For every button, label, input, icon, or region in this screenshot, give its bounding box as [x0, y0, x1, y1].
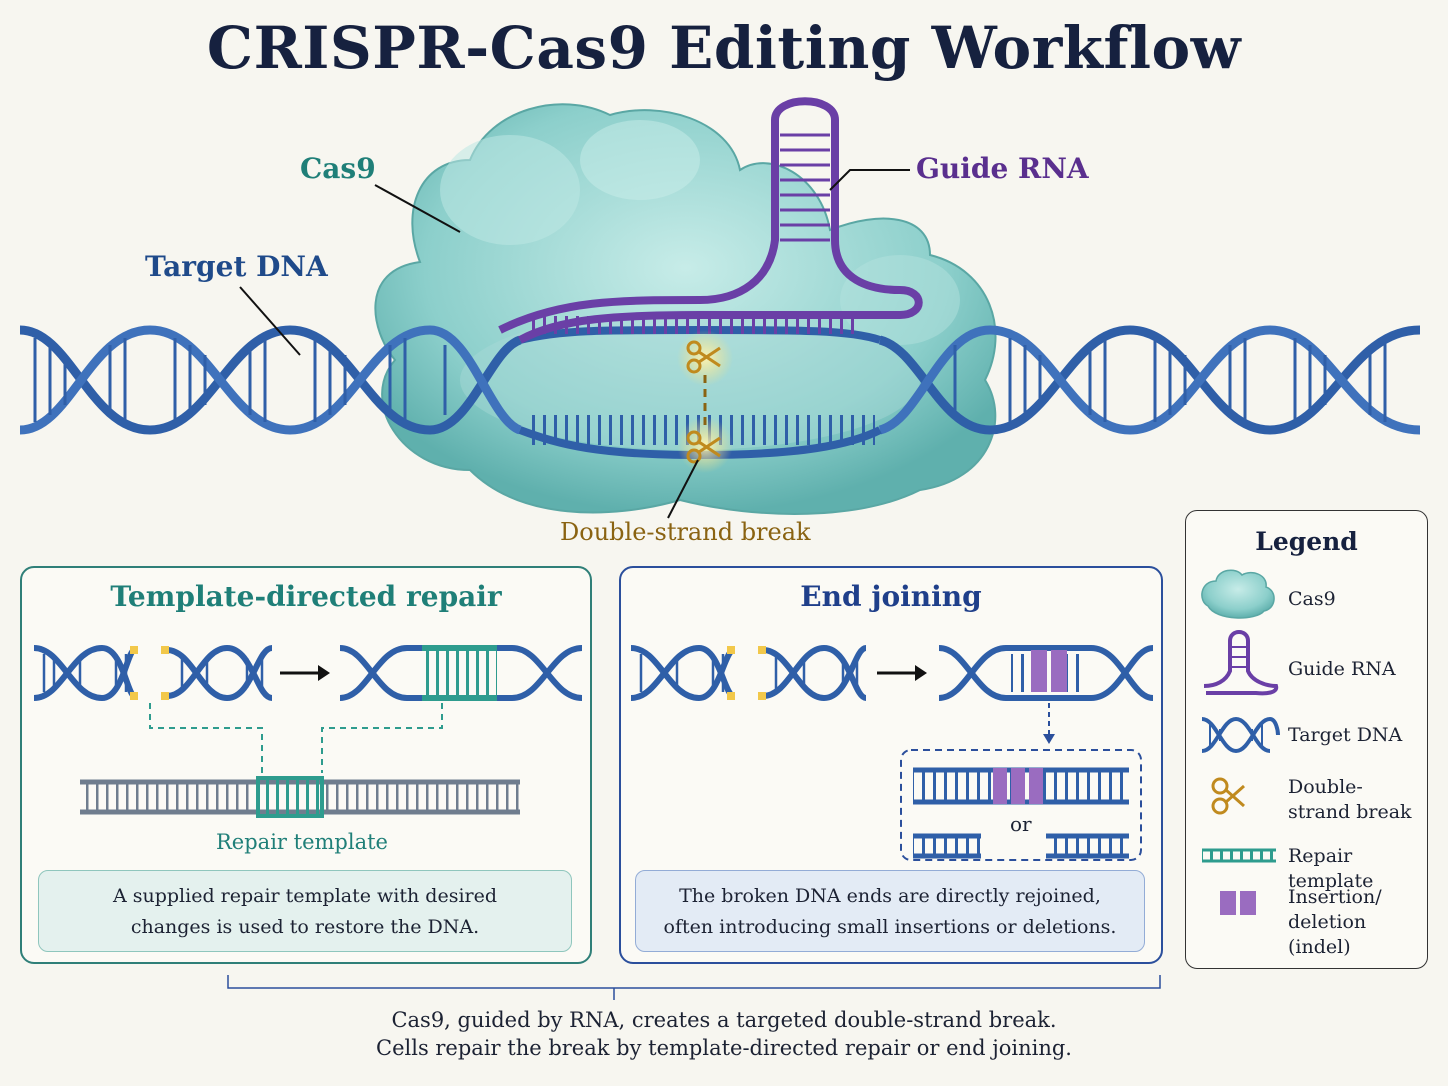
end-joining-panel: End joining — [619, 566, 1163, 964]
ej-panel-title: End joining — [800, 580, 982, 613]
legend-title: Legend — [1255, 527, 1358, 556]
legend-item-target-dna: Target DNA — [1288, 724, 1403, 746]
insertion-outcome — [913, 767, 1129, 805]
broken-dna-fragments — [33, 644, 273, 702]
or-label: or — [1010, 812, 1032, 836]
repair-template-icon — [1202, 848, 1276, 863]
legend-item-cas9: Cas9 — [1288, 588, 1336, 610]
footer-line2: Cells repair the break by template-direc… — [376, 1036, 1072, 1060]
guide-rna-hairpin-icon — [1203, 630, 1279, 696]
tdr-diagram — [33, 644, 583, 818]
scissors-icon — [686, 340, 721, 464]
guide-rna — [498, 97, 923, 344]
ej-diagram — [630, 644, 1154, 861]
cas9-label: Cas9 — [300, 152, 376, 185]
deletion-outcome — [913, 833, 1129, 859]
tdr-description: A supplied repair template with desired … — [38, 870, 572, 952]
bottom-bracket — [227, 975, 1161, 1000]
scissors-icon — [1211, 777, 1245, 815]
leader-lines — [239, 169, 910, 519]
footer-summary: Cas9, guided by RNA, creates a targeted … — [0, 1006, 1448, 1062]
double-strand-break-label: Double-strand break — [560, 518, 811, 546]
ej-description-line1: The broken DNA ends are directly rejoine… — [679, 885, 1101, 907]
legend-item-guide-rna: Guide RNA — [1288, 658, 1396, 680]
ej-description-line2: often introducing small insertions or de… — [663, 916, 1117, 938]
template-directed-repair-panel: Template-directed repair — [20, 566, 592, 964]
tdr-description-line1: A supplied repair template with desired — [112, 885, 498, 907]
guide-rna-label: Guide RNA — [916, 152, 1089, 185]
ej-description: The broken DNA ends are directly rejoine… — [635, 870, 1145, 952]
legend-item-indel: Insertion/ deletion (indel) — [1288, 886, 1382, 958]
repair-template-label: Repair template — [216, 830, 388, 854]
dna-helix-icon — [1201, 716, 1280, 754]
target-dna-helix — [19, 325, 1421, 460]
legend-item-double-strand-break: Double-strand break — [1288, 776, 1412, 823]
legend: Legend Cas9 Guide RNA T — [1185, 510, 1428, 969]
footer-line1: Cas9, guided by RNA, creates a targeted … — [391, 1008, 1057, 1032]
tdr-description-line2: changes is used to restore the DNA. — [130, 916, 480, 938]
legend-item-repair-template: Repair template — [1288, 845, 1374, 892]
double-strand-break — [677, 330, 733, 473]
indel-blocks-icon — [1220, 891, 1256, 915]
legend-icons — [1201, 569, 1280, 915]
tdr-panel-title: Template-directed repair — [110, 580, 502, 613]
target-dna-label: Target DNA — [145, 250, 328, 283]
cas9-blob-icon — [1201, 569, 1275, 619]
page-title: CRISPR-Cas9 Editing Workflow — [206, 14, 1242, 82]
repair-template-strand — [80, 776, 520, 818]
